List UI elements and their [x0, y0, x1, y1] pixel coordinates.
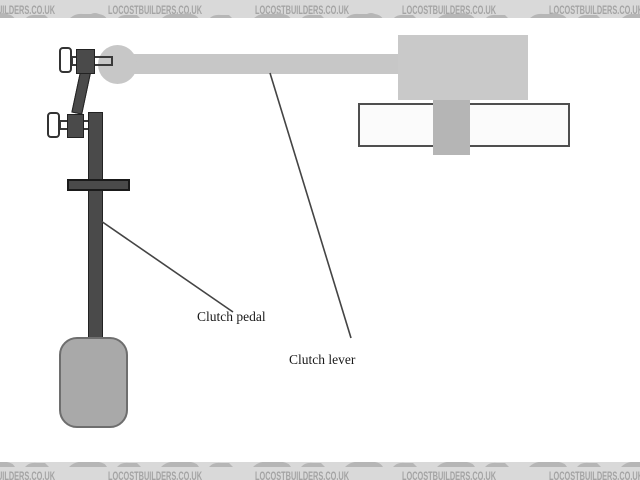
- watermark-text: LOCOSTBUILDERS.CO.UK: [107, 471, 203, 480]
- car-silhouette-icon: [437, 462, 509, 467]
- watermark-text: LOCOSTBUILDERS.CO.UK: [0, 5, 56, 17]
- car-silhouette-icon: [438, 13, 508, 18]
- bottom-clevis: [47, 112, 60, 138]
- watermark-text: LOCOSTBUILDERS.CO.UK: [548, 471, 640, 480]
- bottom-pivot-block: [67, 114, 84, 138]
- top-clevis: [59, 47, 72, 73]
- car-silhouette-icon: [529, 462, 601, 467]
- car-silhouette-icon: [530, 13, 600, 18]
- watermark-text: LOCOSTBUILDERS.CO.UK: [254, 471, 349, 480]
- car-silhouette-icon: [0, 462, 49, 467]
- watermark-text: LOCOSTBUILDERS.CO.UK: [548, 5, 640, 17]
- car-silhouette-icon: [254, 13, 324, 18]
- car-silhouette-icon: [253, 462, 325, 467]
- car-silhouette-icon: [69, 462, 141, 467]
- watermark-banner-bottom: LOCOSTBUILDERS.CO.UK LOCOSTBUILDERS.CO.U…: [0, 462, 640, 480]
- car-silhouette-icon: [622, 13, 640, 18]
- gearbox-block: [398, 35, 528, 100]
- clutch-pedal-arm: [88, 112, 103, 338]
- watermark-text: LOCOSTBUILDERS.CO.UK: [401, 471, 496, 480]
- car-silhouette-icon: [346, 13, 416, 18]
- watermark-banner-top: LOCOSTBUILDERS.CO.UK LOCOSTBUILDERS.CO.U…: [0, 0, 640, 18]
- clutch-pedal-leader-line: [100, 220, 234, 313]
- clutch-lever-bar: [115, 54, 398, 74]
- release-arm-connector: [433, 100, 470, 155]
- watermark-text: LOCOSTBUILDERS.CO.UK: [0, 471, 56, 480]
- pedal-pad: [59, 337, 128, 428]
- watermark-text-row: LOCOSTBUILDERS.CO.UK LOCOSTBUILDERS.CO.U…: [0, 467, 640, 480]
- watermark-car-row: [0, 13, 640, 18]
- watermark-text: LOCOSTBUILDERS.CO.UK: [401, 5, 496, 17]
- clutch-pedal-label: Clutch pedal: [197, 309, 266, 324]
- watermark-car-row: [0, 462, 640, 467]
- car-silhouette-icon: [621, 462, 640, 467]
- car-silhouette-icon: [161, 462, 233, 467]
- clutch-lever-label: Clutch lever: [289, 352, 356, 367]
- pedal-link-bar: [71, 67, 92, 115]
- car-silhouette-icon: [70, 13, 140, 18]
- clutch-lever-leader-line: [269, 72, 352, 339]
- car-silhouette-icon: [162, 13, 232, 18]
- car-silhouette-icon: [345, 462, 417, 467]
- pedal-pivot-crossbar: [67, 179, 130, 191]
- car-silhouette-icon: [0, 13, 48, 18]
- top-pivot-block: [76, 49, 95, 74]
